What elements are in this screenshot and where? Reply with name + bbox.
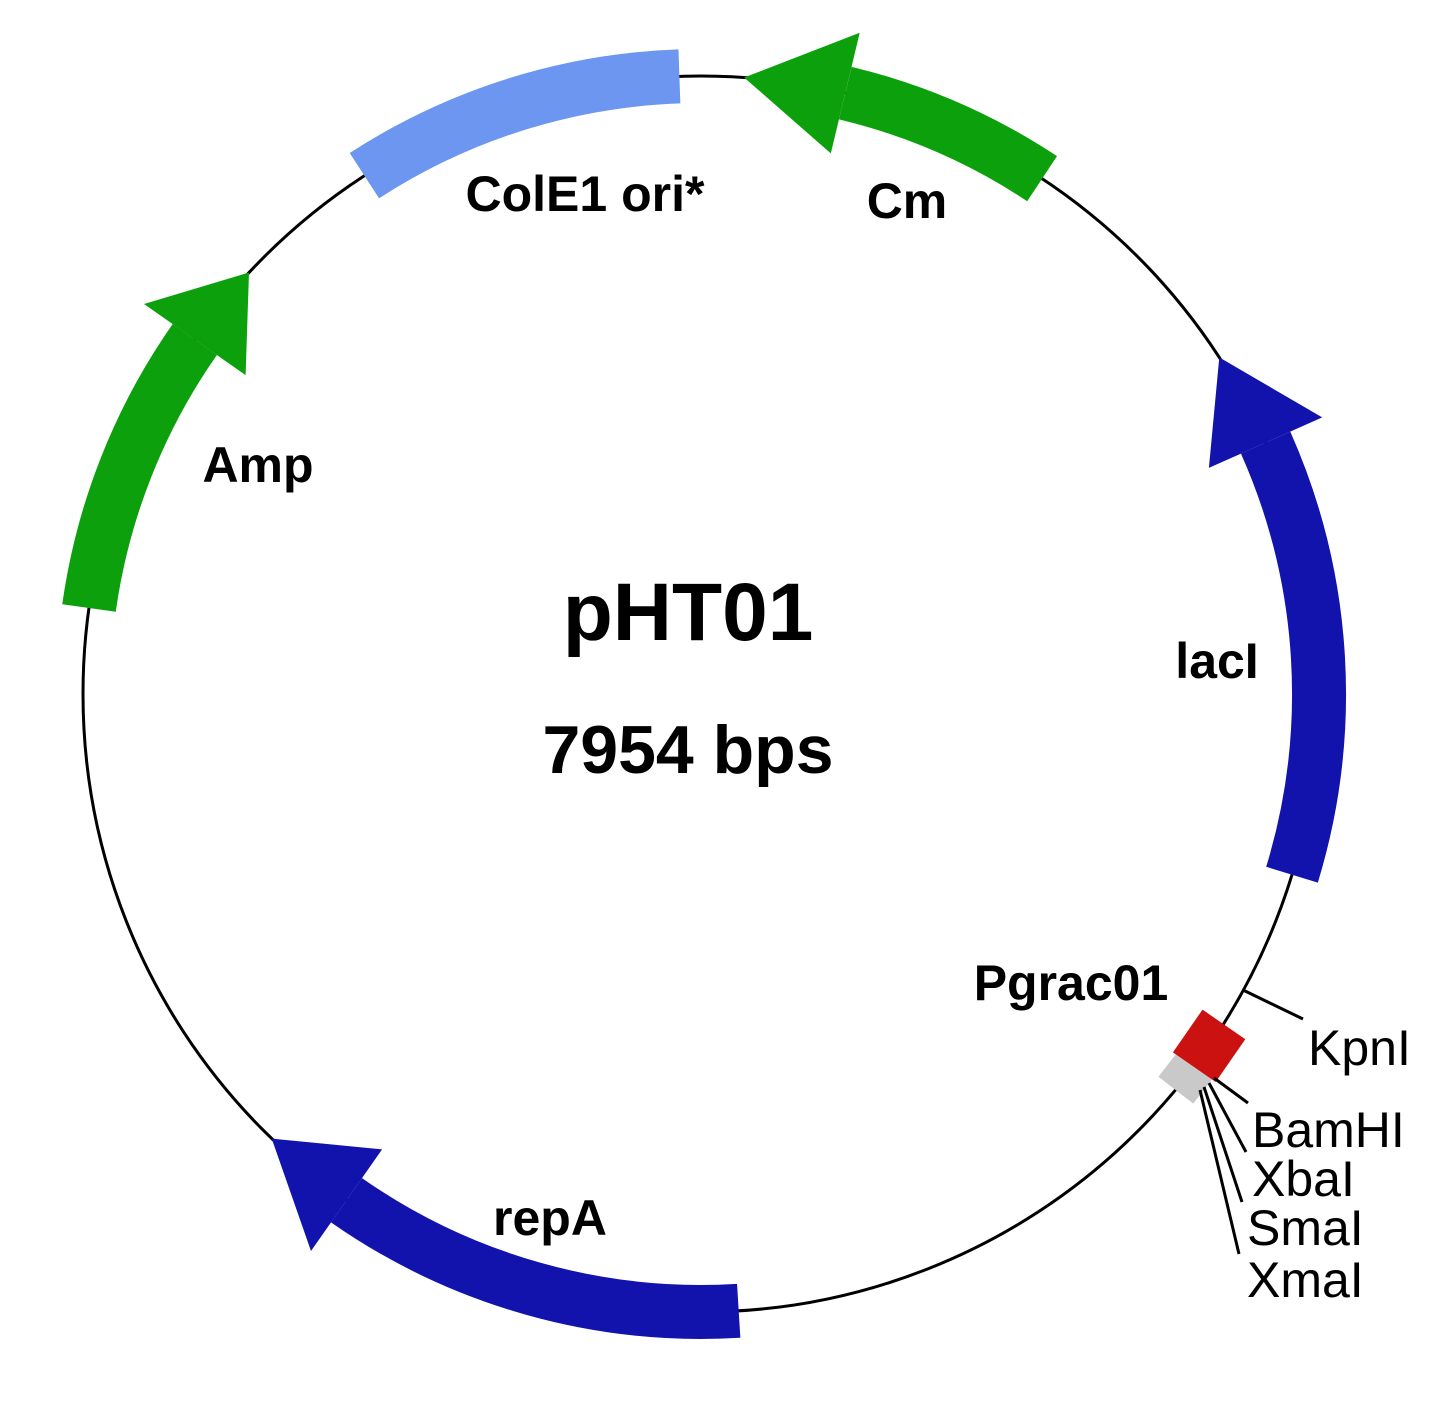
feature-label-repa: repA [493,1190,607,1246]
site-label-xmai: XmaI [1247,1252,1364,1308]
feature-arc-amp [62,324,217,612]
feature-arrowhead-laci [1208,357,1323,468]
feature-arc-laci [1240,431,1347,883]
feature-arc-cole1-ori [349,49,681,199]
feature-arrowhead-cm [744,32,860,154]
label-layer: pHT01 7954 bps ColE1 ori* Cm lacI repA A… [202,166,1410,1308]
feature-label-pgrac01: Pgrac01 [974,955,1169,1011]
feature-label-cole1-ori: ColE1 ori* [466,166,705,222]
marker-square-pgrac01 [1172,1009,1246,1082]
feature-arc-layer [62,32,1347,1339]
site-leader-line-kpni [1242,988,1304,1021]
plasmid-backbone-circle [81,74,1321,1314]
feature-label-laci: lacI [1175,633,1258,689]
site-label-bamhi: BamHI [1252,1102,1405,1158]
plasmid-name: pHT01 [563,567,814,658]
site-leader-line-bamhi [1213,1076,1249,1105]
feature-arc-cm [838,66,1058,202]
site-label-smai: SmaI [1247,1200,1364,1256]
feature-arc-repa [331,1178,741,1339]
site-label-kpni: KpnI [1308,1020,1411,1076]
leader-line-layer [1198,988,1304,1255]
plasmid-size: 7954 bps [542,712,833,788]
feature-label-amp: Amp [202,437,313,493]
site-leader-line-xmai [1198,1089,1241,1255]
site-label-xbai: XbaI [1252,1151,1355,1207]
feature-arrowhead-repa [271,1138,383,1251]
feature-label-cm: Cm [867,173,948,229]
feature-arrowhead-amp [144,272,249,376]
site-leader-line-xbai [1207,1082,1248,1153]
site-leader-line-smai [1202,1086,1244,1203]
